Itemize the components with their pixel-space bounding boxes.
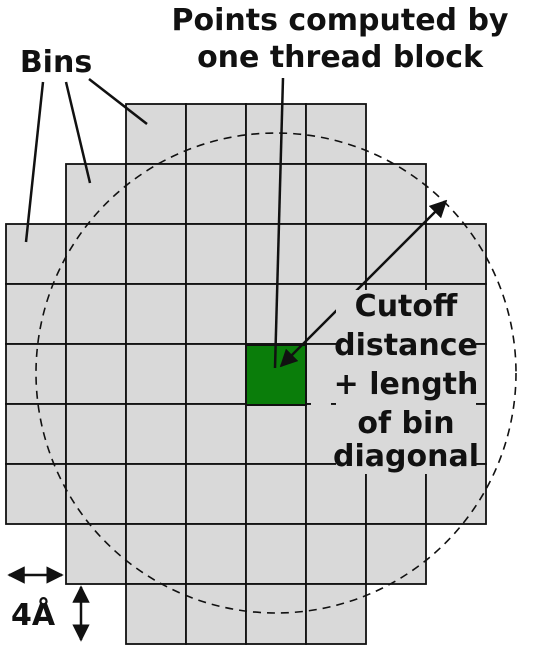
bins-pointer-3: [88, 78, 148, 125]
bin-cell: [65, 283, 127, 345]
bin-cell: [65, 523, 127, 585]
bin-cell: [65, 463, 127, 525]
bin-cell: [245, 163, 307, 225]
cutoff-line-4: of bin: [357, 406, 454, 441]
bin-cell: [185, 463, 247, 525]
thread-block-pointer: [273, 77, 285, 369]
cutoff-line-5: diagonal: [333, 439, 479, 474]
bin-cell: [125, 463, 187, 525]
cutoff-label: Cutoff distance + length of bin diagonal: [333, 289, 479, 474]
bin-cell: [365, 523, 427, 585]
bin-cell: [125, 343, 187, 405]
bins-pointer-1: [24, 81, 45, 243]
bin-cell: [245, 583, 307, 645]
bin-cell: [65, 223, 127, 285]
bin-cell: [5, 343, 67, 405]
bin-cell: [305, 103, 367, 165]
bin-cell: [125, 163, 187, 225]
bin-cell: [65, 343, 127, 405]
bin-cell: [125, 403, 187, 465]
bin-cell: [185, 523, 247, 585]
bin-cell: [185, 583, 247, 645]
cutoff-line-3: + length: [334, 367, 479, 402]
title-line-2: one thread block: [197, 40, 484, 75]
cutoff-line-2: distance: [334, 328, 478, 363]
cutoff-circle: [35, 132, 517, 614]
cutoff-line-1: Cutoff: [355, 289, 458, 324]
bin-cell: [185, 103, 247, 165]
cutoff-arrow: [279, 199, 448, 368]
bin-cell: [125, 283, 187, 345]
bin-cell: [305, 523, 367, 585]
bin-cell: [125, 523, 187, 585]
bin-cell: [245, 403, 307, 465]
bins-label: Bins: [20, 45, 92, 80]
bin-cell: [5, 403, 67, 465]
bin-cell: [125, 223, 187, 285]
bin-cell: [365, 223, 427, 285]
bin-cell: [185, 163, 247, 225]
title-line-1: Points computed by: [171, 3, 508, 38]
bins-pointer-2: [64, 81, 92, 184]
bin-cell: [185, 283, 247, 345]
bin-cell: [305, 583, 367, 645]
bin-cell: [305, 223, 367, 285]
bin-cell: [365, 163, 427, 225]
bin-cell: [65, 403, 127, 465]
bin-cell: [425, 223, 487, 285]
bin-cell: [185, 403, 247, 465]
bin-cell: [5, 283, 67, 345]
bin-cell: [185, 223, 247, 285]
bin-cell: [245, 523, 307, 585]
bin-cell: [125, 583, 187, 645]
bin-cell: [245, 223, 307, 285]
bin-cell: [245, 463, 307, 525]
bin-cell: [185, 343, 247, 405]
bin-cell: [305, 163, 367, 225]
spacing-label: 4Å: [11, 596, 56, 633]
